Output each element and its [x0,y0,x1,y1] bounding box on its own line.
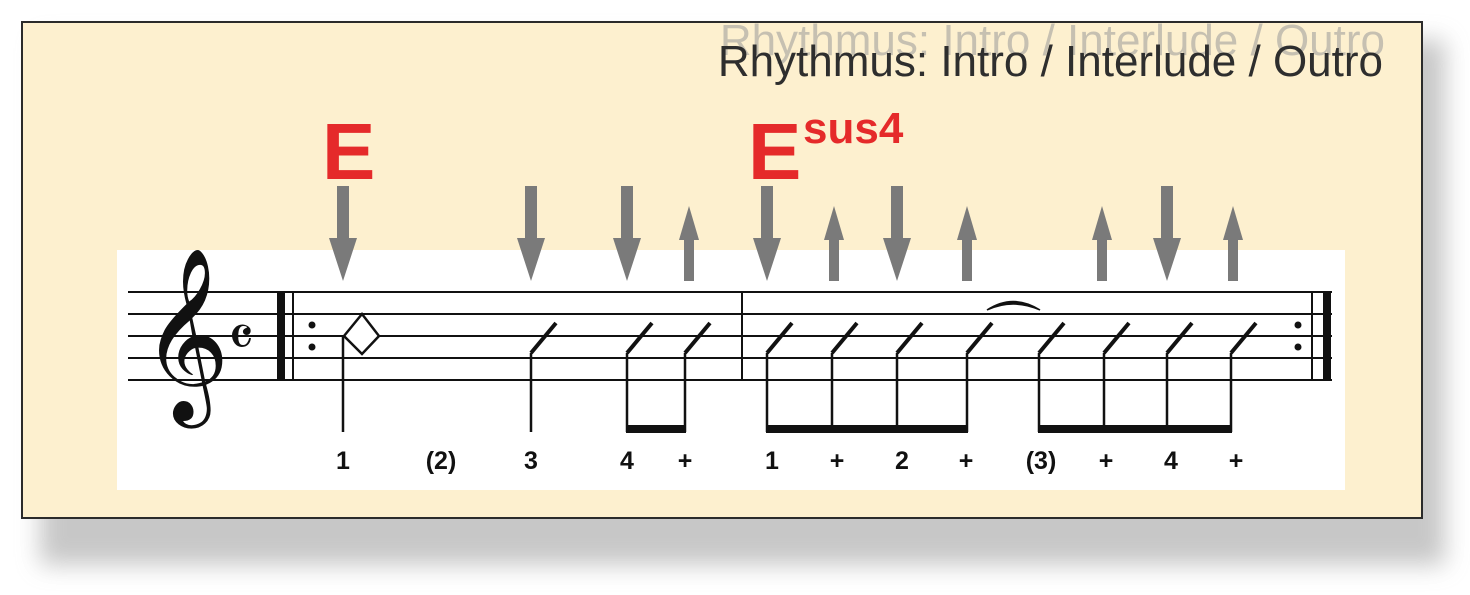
staff-lines [128,291,1332,381]
staff-area [117,250,1345,490]
count-label: + [678,447,693,475]
page-title: Rhythmus: Intro / Interlude / Outro [718,37,1383,86]
slash-note-head [1037,321,1066,355]
count-label: (3) [1026,447,1057,475]
count-label: 4 [1164,447,1178,475]
chord-esus4-root: E [748,107,801,196]
up-arrow-icon [679,206,699,281]
up-arrow-icon [1223,206,1243,281]
chord-e: E [322,107,375,196]
repeat-dot [1294,343,1302,351]
slash-note-head [625,321,654,355]
tie [986,300,1041,311]
slash-note-head [1229,321,1258,355]
strum-arrows [329,186,1243,281]
count-label: 1 [336,447,350,475]
down-arrow-icon [1153,186,1181,281]
slash-note-head [895,321,924,355]
title-shadow: Rhythmus: Intro / Interlude / Outro [720,16,1385,65]
chord-esus4: E sus4 [748,104,904,196]
repeat-dot [308,321,316,329]
count-label: 3 [524,447,538,475]
count-label: + [830,447,845,475]
up-arrow-icon [824,206,844,281]
repeat-dot [308,343,316,351]
up-arrow-icon [1092,206,1112,281]
rhythm-notes [341,300,1258,433]
slash-note-head [683,321,712,355]
up-arrow-icon [957,206,977,281]
beam [1038,425,1232,433]
count-label: 2 [895,447,909,475]
half-note-head [342,311,381,356]
count-label: 1 [765,447,779,475]
beam [626,425,686,433]
repeat-dot [1294,321,1302,329]
slash-note-head [830,321,859,355]
count-label: + [959,447,974,475]
repeat-end [1294,292,1331,380]
count-label: 4 [620,447,634,475]
down-arrow-icon [613,186,641,281]
down-arrow-icon [517,186,545,281]
beam [766,425,968,433]
count-label: + [1099,447,1114,475]
count-labels: 1 (2) 3 4 +1 +2 + (3) +4 + [336,447,1243,475]
slash-note-head [529,321,558,355]
common-time-icon: 𝄴 [228,303,254,371]
count-label: + [1229,447,1244,475]
down-arrow-icon [883,186,911,281]
slash-note-head [765,321,794,355]
slash-note-head [1102,321,1131,355]
treble-clef-icon: 𝄞 [141,247,230,429]
slash-note-head [1165,321,1194,355]
chord-esus4-suffix: sus4 [803,104,904,153]
count-label: (2) [426,447,457,475]
repeat-start [277,292,316,380]
down-arrow-icon [329,186,357,281]
down-arrow-icon [753,186,781,281]
repeat-thick-bar [1323,292,1331,380]
repeat-thick-bar [277,292,285,380]
slash-note-head [965,321,994,355]
